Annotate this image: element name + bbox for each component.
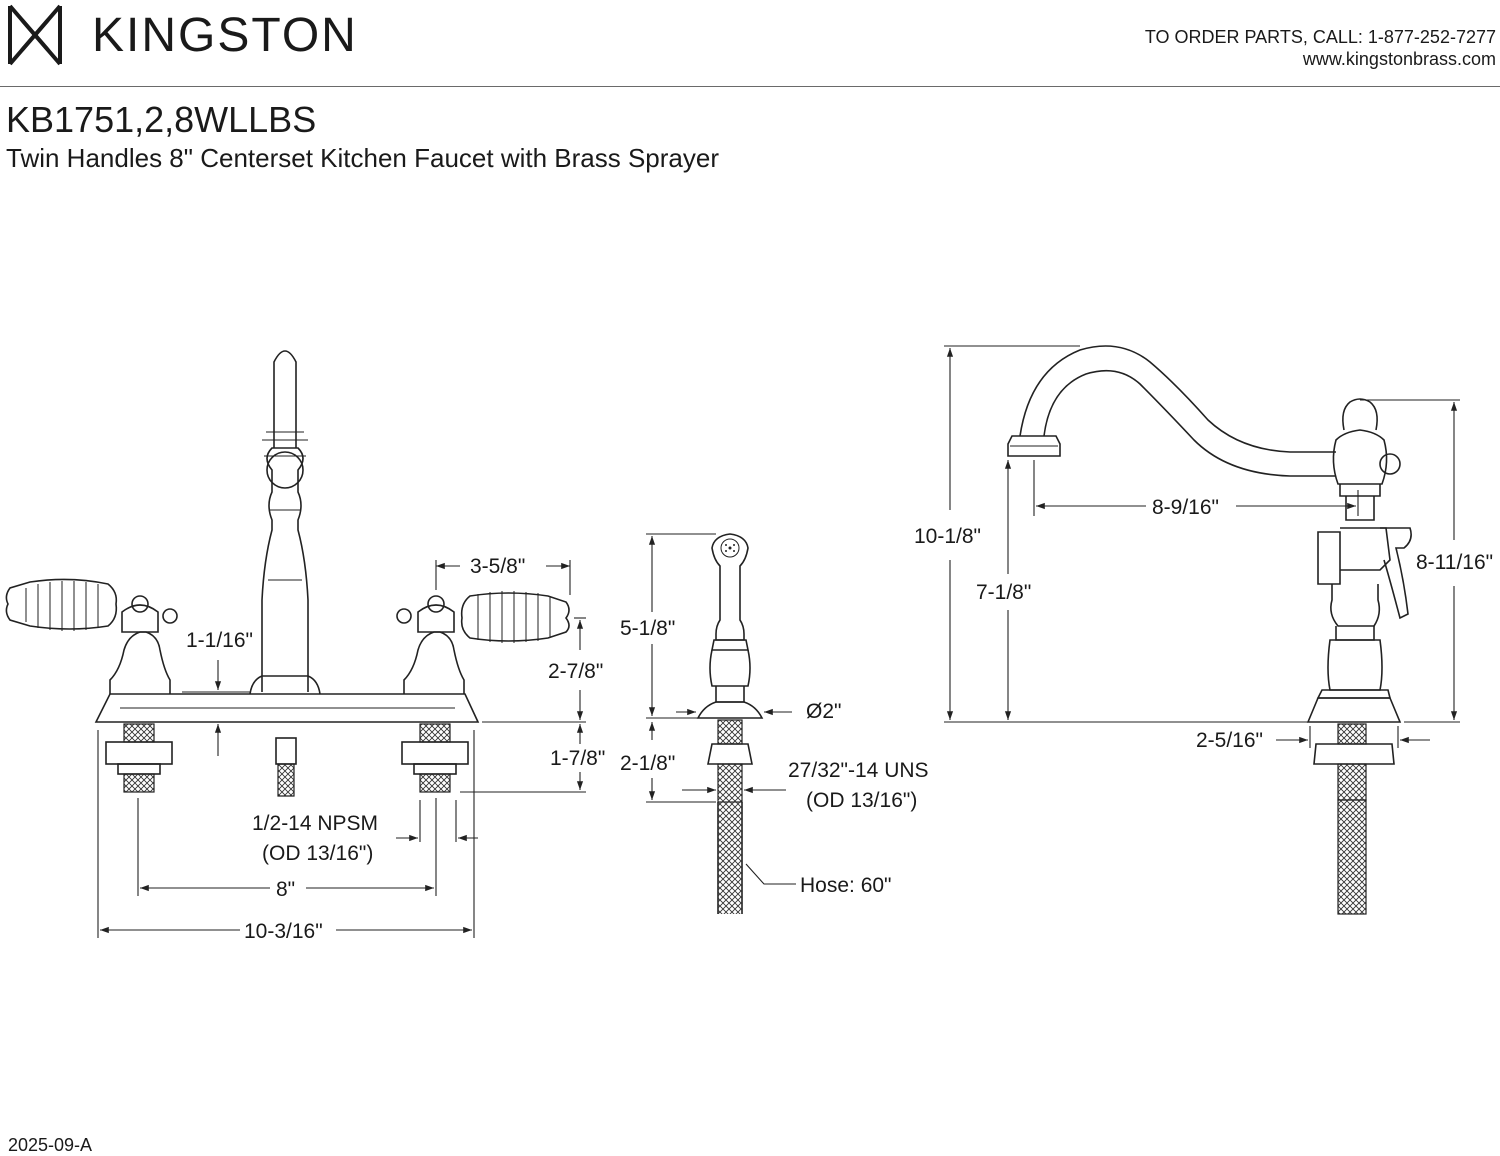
dim-sprayer-height: 5-1/8"	[620, 617, 675, 640]
front-shanks	[105, 723, 469, 797]
dim-hose: Hose: 60"	[800, 874, 892, 897]
dim-sprayer-thread-od: (OD 13/16")	[806, 789, 917, 812]
sprayer-view	[696, 533, 764, 914]
order-info: TO ORDER PARTS, CALL: 1-877-252-7277 www…	[1145, 26, 1496, 70]
dim-spout-height: 7-1/8"	[976, 581, 1031, 604]
dim-sprayer-thread: 27/32"-14 UNS	[788, 759, 929, 782]
dim-handle-spread: 3-5/8"	[470, 555, 525, 578]
dim-handle-offset: 1-1/16"	[186, 629, 253, 652]
side-dimensions	[944, 345, 1460, 748]
dim-spout-reach: 8-9/16"	[1152, 496, 1219, 519]
dim-overall-width: 10-3/16"	[244, 920, 323, 943]
dim-center-spread: 8"	[276, 878, 295, 901]
product-title: Twin Handles 8" Centerset Kitchen Faucet…	[6, 143, 719, 173]
dim-sprayer-shank: 2-1/8"	[620, 752, 675, 775]
kingston-logo-icon	[8, 4, 62, 66]
dim-base-depth: 2-5/16"	[1196, 729, 1263, 752]
header-divider	[0, 86, 1500, 87]
website-link[interactable]: www.kingstonbrass.com	[1302, 49, 1496, 69]
dim-shank-length: 1-7/8"	[550, 747, 605, 770]
side-view-faucet	[1007, 345, 1412, 915]
model-number: KB1751,2,8WLLBS	[6, 99, 317, 140]
revision-code: 2025-09-A	[8, 1135, 93, 1155]
dim-connection: 1/2-14 NPSM	[252, 812, 378, 835]
front-view-faucet	[5, 350, 570, 797]
dim-sprayer-base: Ø2"	[806, 700, 841, 723]
order-phone: TO ORDER PARTS, CALL: 1-877-252-7277	[1144, 27, 1496, 47]
dim-overall-height: 10-1/8"	[914, 525, 981, 548]
front-dimensions	[97, 560, 586, 938]
brand-name: KINGSTON	[92, 9, 358, 62]
dim-connection-od: (OD 13/16")	[262, 842, 373, 865]
dim-handle-height: 2-7/8"	[548, 660, 603, 683]
dim-side-handle-height: 8-11/16"	[1416, 551, 1493, 574]
sprayer-dimensions	[646, 533, 796, 885]
